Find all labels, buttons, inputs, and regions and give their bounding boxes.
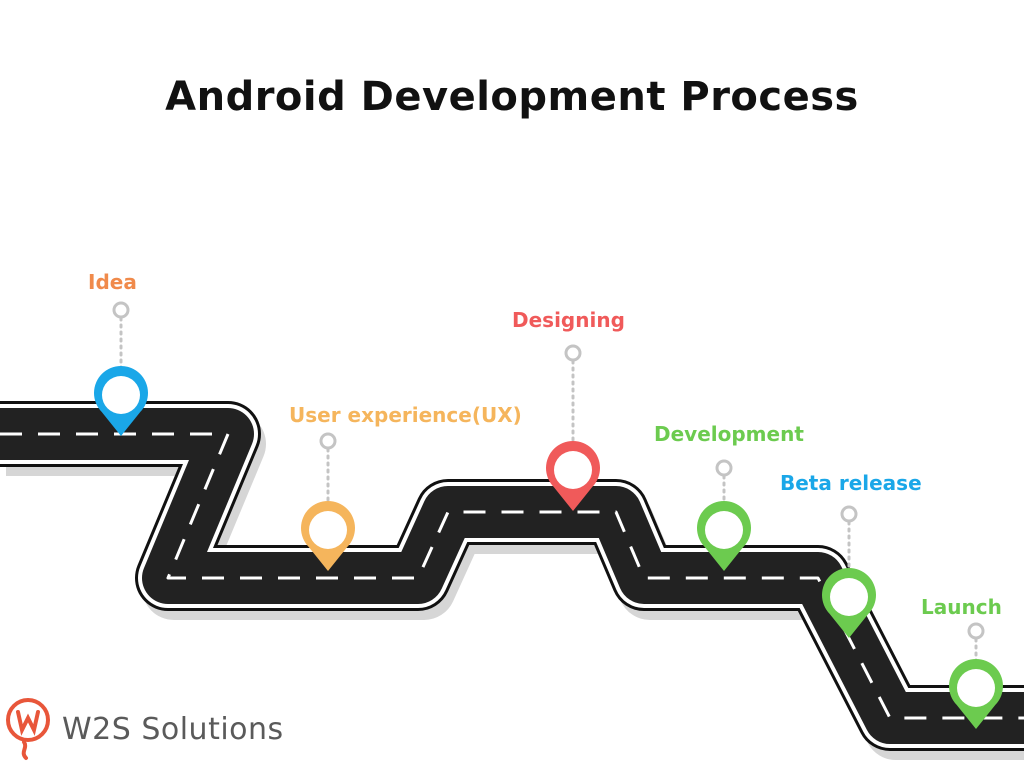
milestone-marker [821,505,876,638]
step-label-development: Development [654,422,804,446]
map-pin-center [309,511,347,549]
marker-ring-icon [564,344,582,362]
milestone-marker [697,459,752,571]
marker-ring-icon [319,432,337,450]
w2s-logo [6,698,50,760]
road-lane-dashes [0,432,1024,720]
map-pin-center [102,376,140,414]
milestone-marker [949,622,1003,729]
marker-ring-icon [715,459,733,477]
step-label-launch: Launch [921,595,1002,619]
step-label-beta-release: Beta release [780,471,922,495]
milestone-marker [545,344,600,511]
map-pin-center [554,451,592,489]
step-label-designing: Designing [512,308,625,332]
map-pin-center [957,669,995,707]
page-title: Android Development Process [165,74,859,120]
logo-text: W2S Solutions [62,712,284,747]
marker-ring-icon [967,622,985,640]
step-label-idea: Idea [88,270,137,294]
marker-ring-icon [112,301,130,319]
map-pin-center [705,511,743,549]
map-pin-center [830,578,868,616]
step-label-ux: User experience(UX) [289,403,522,427]
milestone-marker [94,301,148,436]
marker-ring-icon [840,505,858,523]
milestone-marker [301,432,355,571]
logo-mark-icon [6,698,50,760]
